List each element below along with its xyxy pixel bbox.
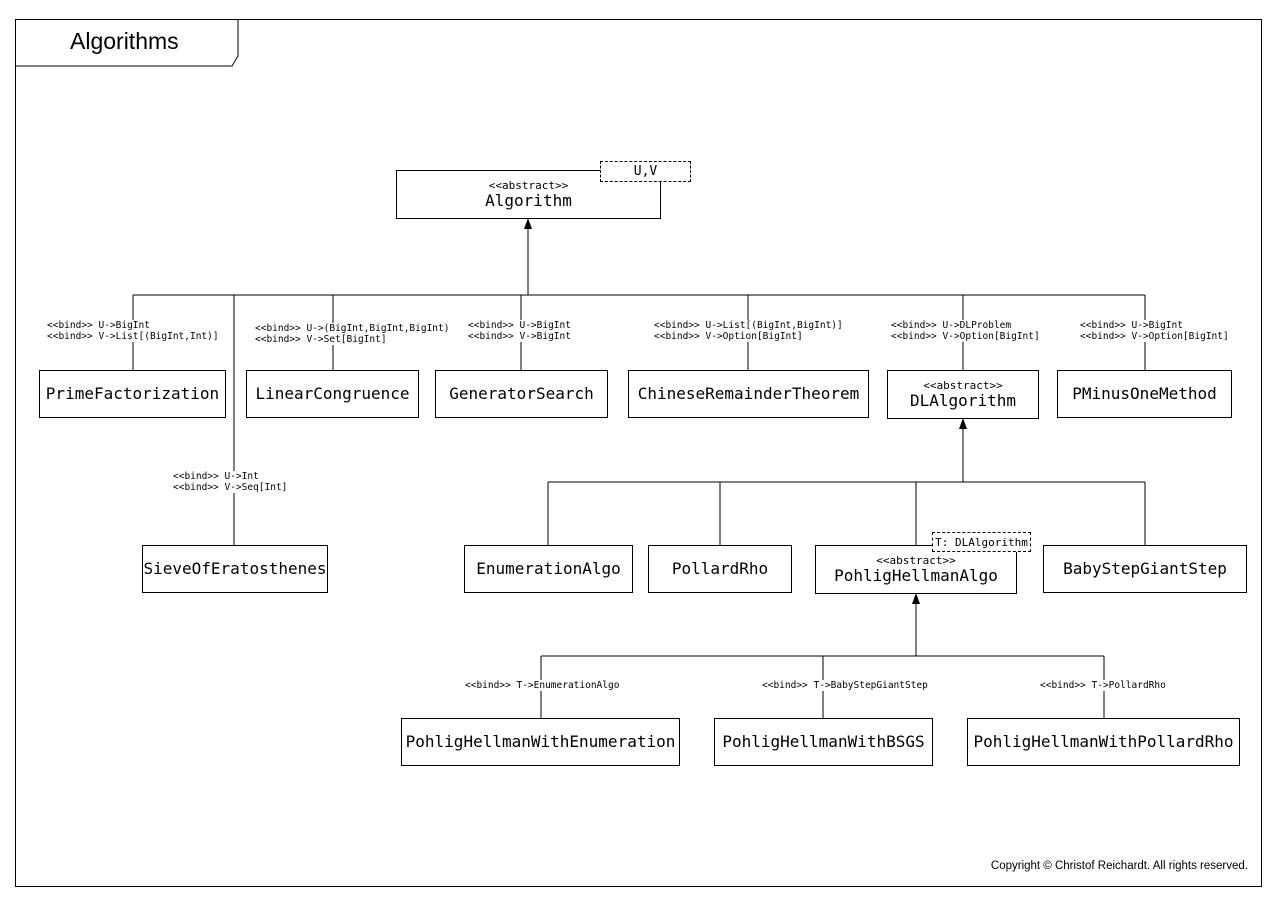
class-linear-congruence[interactable]: LinearCongruence [246, 370, 419, 418]
class-pollard-rho[interactable]: PollardRho [648, 545, 792, 593]
class-pohlig-hellman-with-bsgs[interactable]: PohligHellmanWithBSGS [714, 718, 933, 766]
class-name: EnumerationAlgo [476, 559, 621, 578]
class-name: BabyStepGiantStep [1063, 559, 1227, 578]
class-name: PohligHellmanWithBSGS [722, 732, 925, 751]
class-pohlig-hellman-with-pollard-rho[interactable]: PohligHellmanWithPollardRho [967, 718, 1240, 766]
class-name: LinearCongruence [255, 384, 410, 403]
class-name: PMinusOneMethod [1072, 384, 1217, 403]
class-chinese-remainder-theorem[interactable]: ChineseRemainderTheorem [628, 370, 869, 418]
binding-label-sieve: <<bind>> U->Int <<bind>> V->Seq[Int] [173, 471, 288, 493]
class-generator-search[interactable]: GeneratorSearch [435, 370, 608, 418]
class-pohlig-hellman-algo[interactable]: <<abstract>> PohligHellmanAlgo [815, 545, 1017, 594]
binding-label-ph-bsgs: <<bind>> T->BabyStepGiantStep [762, 680, 928, 691]
binding-label-ph-pollard-rho: <<bind>> T->PollardRho [1040, 680, 1166, 691]
copyright-notice: Copyright © Christof Reichardt. All righ… [990, 860, 1248, 872]
class-prime-factorization[interactable]: PrimeFactorization [39, 370, 226, 418]
binding-label-dl-algorithm: <<bind>> U->DLProblem <<bind>> V->Option… [891, 320, 1040, 342]
stereotype-label: <<abstract>> [876, 554, 956, 567]
binding-label-prime-factorization: <<bind>> U->BigInt <<bind>> V->List[(Big… [47, 320, 219, 342]
binding-label-ph-enumeration: <<bind>> T->EnumerationAlgo [465, 680, 620, 691]
class-p-minus-one-method[interactable]: PMinusOneMethod [1057, 370, 1232, 418]
binding-label-generator-search: <<bind>> U->BigInt <<bind>> V->BigInt [468, 320, 571, 342]
class-sieve-of-eratosthenes[interactable]: SieveOfEratosthenes [142, 545, 328, 593]
class-enumeration-algo[interactable]: EnumerationAlgo [464, 545, 633, 593]
class-name: ChineseRemainderTheorem [637, 384, 860, 403]
arrowhead-pohlig-hellman-algo [912, 593, 920, 604]
diagram-title: Algorithms [70, 28, 179, 54]
class-name: PohligHellmanAlgo [834, 566, 998, 585]
template-parameter-pohlig-hellman-algo: T: DLAlgorithm [932, 532, 1031, 552]
class-dl-algorithm[interactable]: <<abstract>> DLAlgorithm [887, 370, 1039, 419]
class-name: PollardRho [671, 559, 769, 578]
binding-label-chinese-remainder: <<bind>> U->List[(BigInt,BigInt)] <<bind… [654, 320, 843, 342]
template-parameter-algorithm: U,V [600, 161, 691, 182]
class-name: Algorithm [485, 191, 572, 210]
class-pohlig-hellman-with-enumeration[interactable]: PohligHellmanWithEnumeration [401, 718, 680, 766]
diagram-frame [15, 19, 1262, 887]
arrowhead-algorithm [524, 218, 532, 229]
stereotype-label: <<abstract>> [923, 379, 1003, 392]
class-name: PrimeFactorization [45, 384, 220, 403]
class-name: SieveOfEratosthenes [143, 559, 327, 578]
arrowhead-dl-algorithm [959, 418, 967, 429]
binding-label-p-minus-one: <<bind>> U->BigInt <<bind>> V->Option[Bi… [1080, 320, 1229, 342]
class-name: PohligHellmanWithPollardRho [973, 732, 1234, 751]
class-name: PohligHellmanWithEnumeration [405, 732, 676, 751]
stereotype-label: <<abstract>> [488, 179, 569, 192]
class-baby-step-giant-step[interactable]: BabyStepGiantStep [1043, 545, 1247, 593]
class-name: GeneratorSearch [449, 384, 594, 403]
class-name: DLAlgorithm [910, 391, 1016, 410]
binding-label-linear-congruence: <<bind>> U->(BigInt,BigInt,BigInt) <<bin… [255, 323, 450, 345]
